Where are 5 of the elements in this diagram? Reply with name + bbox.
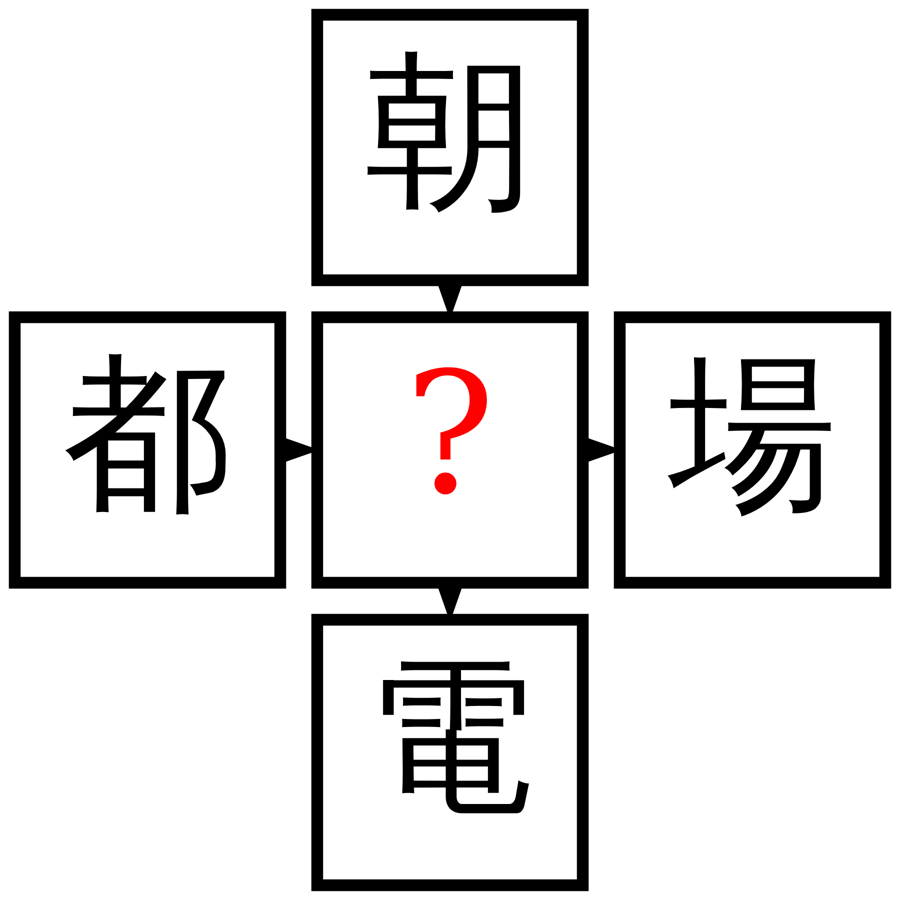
node-box: 朝 bbox=[311, 8, 589, 286]
node-box: 場 bbox=[614, 311, 892, 589]
node-box: 都 bbox=[8, 311, 286, 589]
node-box: ? bbox=[311, 311, 589, 589]
node-box: 電 bbox=[311, 614, 589, 892]
